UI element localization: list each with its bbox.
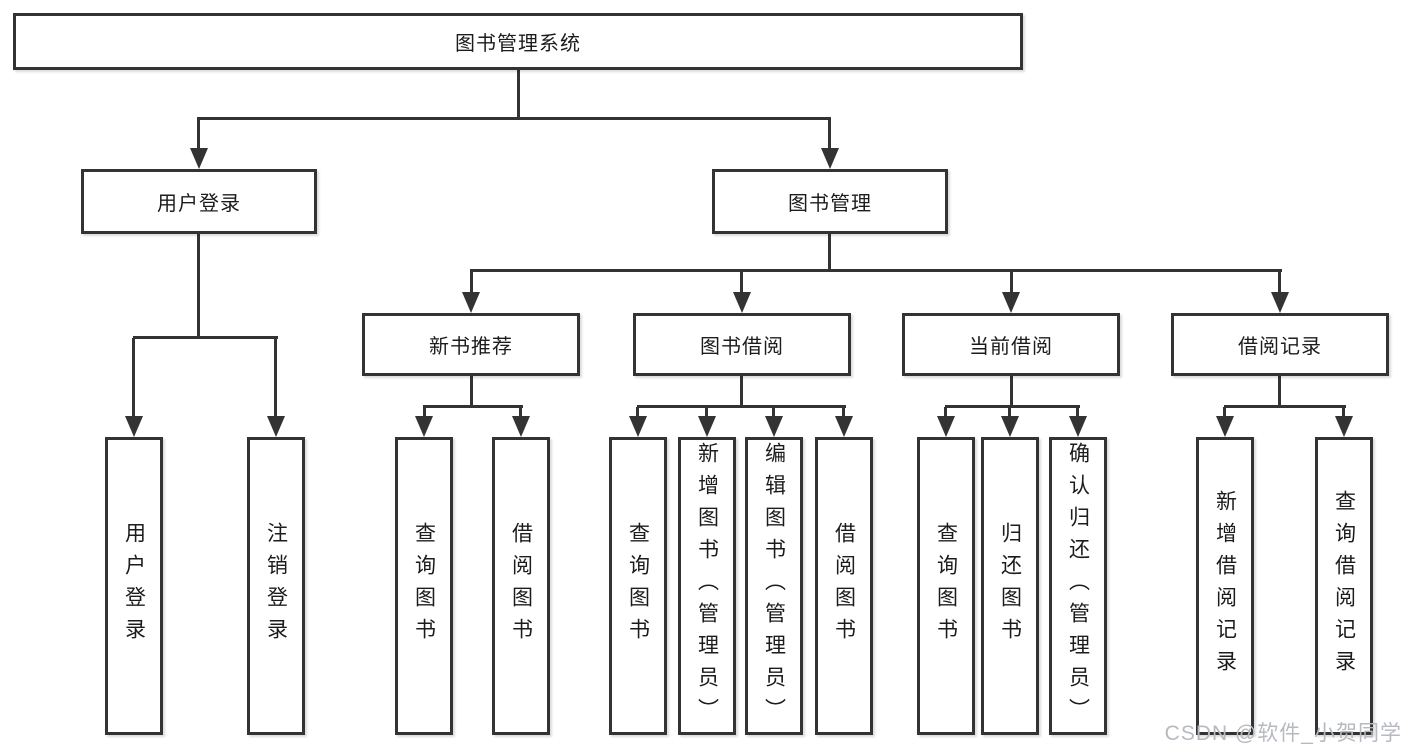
arrow-down-icon: [190, 148, 208, 169]
node-current-borrow: 当前借阅: [902, 313, 1120, 376]
connector-records-bar: [1224, 405, 1346, 408]
connector-user-login-drop-2: [274, 338, 277, 417]
connector-book-mgmt-drop-4: [1278, 271, 1281, 294]
leaf-borrow-books-recommend: 借阅图书: [492, 437, 550, 735]
node-user-login: 用户登录: [81, 169, 317, 234]
leaf-confirm-return-admin: 确认归还（管理员）: [1049, 437, 1107, 735]
node-new-book-recommend-label: 新书推荐: [429, 336, 513, 358]
leaf-logout-label: 注销登录: [264, 522, 288, 650]
connector-book-mgmt-drop-3: [1010, 271, 1013, 294]
node-user-login-label: 用户登录: [157, 193, 241, 215]
leaf-query-borrow-record-label: 查询借阅记录: [1332, 490, 1356, 682]
arrow-down-icon: [415, 416, 433, 437]
connector-borrow-bar: [637, 405, 846, 408]
connector-recommend-drop-2: [519, 407, 522, 418]
connector-book-mgmt-stem: [828, 234, 831, 271]
connector-book-mgmt-drop-2: [740, 271, 743, 294]
connector-records-stem: [1278, 376, 1281, 407]
leaf-query-books-borrow-label: 查询图书: [626, 522, 650, 650]
connector-user-login-drop-1: [132, 338, 135, 417]
arrow-down-icon: [1271, 292, 1289, 313]
node-new-book-recommend: 新书推荐: [362, 313, 580, 376]
csdn-watermark: CSDN @软件_小贺同学: [1164, 722, 1402, 745]
connector-borrow-drop-3: [772, 407, 775, 418]
connector-user-login-stem: [197, 234, 200, 338]
leaf-return-books-label: 归还图书: [998, 522, 1022, 650]
arrow-down-icon: [125, 416, 143, 437]
connector-records-drop-1: [1223, 407, 1226, 418]
leaf-borrow-books-recommend-label: 借阅图书: [509, 522, 533, 650]
arrow-down-icon: [765, 416, 783, 437]
leaf-confirm-return-admin-label: 确认归还（管理员）: [1066, 442, 1090, 730]
connector-current-bar: [945, 405, 1080, 408]
connector-borrow-drop-2: [705, 407, 708, 418]
connector-borrow-drop-4: [842, 407, 845, 418]
node-book-management: 图书管理: [712, 169, 948, 234]
connector-root-drop-right: [828, 118, 831, 150]
connector-current-drop-1: [944, 407, 947, 418]
connector-recommend-drop-1: [423, 407, 426, 418]
leaf-borrow-books: 借阅图书: [815, 437, 873, 735]
arrow-down-icon: [698, 416, 716, 437]
leaf-edit-books-admin: 编辑图书（管理员）: [745, 437, 803, 735]
node-book-management-label: 图书管理: [788, 193, 872, 215]
connector-records-drop-2: [1342, 407, 1345, 418]
leaf-logout: 注销登录: [247, 437, 305, 735]
node-library-system-label: 图书管理系统: [455, 33, 581, 55]
arrow-down-icon: [1069, 416, 1087, 437]
connector-root-drop-left: [197, 118, 200, 150]
arrow-down-icon: [462, 292, 480, 313]
leaf-return-books: 归还图书: [981, 437, 1039, 735]
connector-user-login-bar: [133, 336, 278, 339]
arrow-down-icon: [1216, 416, 1234, 437]
connector-root-stem: [517, 70, 520, 117]
leaf-query-books-borrow: 查询图书: [609, 437, 667, 735]
arrow-down-icon: [733, 292, 751, 313]
leaf-user-login-label: 用户登录: [122, 522, 146, 650]
leaf-query-books-recommend: 查询图书: [395, 437, 453, 735]
leaf-add-borrow-record: 新增借阅记录: [1196, 437, 1254, 735]
connector-book-mgmt-bar: [470, 269, 1282, 272]
arrow-down-icon: [512, 416, 530, 437]
leaf-query-borrow-record: 查询借阅记录: [1315, 437, 1373, 735]
connector-current-drop-3: [1076, 407, 1079, 418]
node-book-borrow-label: 图书借阅: [700, 336, 784, 358]
connector-borrow-stem: [740, 376, 743, 407]
leaf-query-books-recommend-label: 查询图书: [412, 522, 436, 650]
node-borrow-records-label: 借阅记录: [1238, 336, 1322, 358]
arrow-down-icon: [1001, 416, 1019, 437]
connector-root-bar: [197, 117, 831, 120]
arrow-down-icon: [1002, 292, 1020, 313]
leaf-edit-books-admin-label: 编辑图书（管理员）: [762, 442, 786, 730]
connector-current-stem: [1010, 376, 1013, 407]
node-book-borrow: 图书借阅: [633, 313, 851, 376]
arrow-down-icon: [821, 148, 839, 169]
arrow-down-icon: [1335, 416, 1353, 437]
arrow-down-icon: [267, 416, 285, 437]
connector-book-mgmt-drop-1: [470, 271, 473, 294]
leaf-query-books-current-label: 查询图书: [934, 522, 958, 650]
node-current-borrow-label: 当前借阅: [969, 336, 1053, 358]
arrow-down-icon: [937, 416, 955, 437]
leaf-user-login: 用户登录: [105, 437, 163, 735]
connector-current-drop-2: [1008, 407, 1011, 418]
node-borrow-records: 借阅记录: [1171, 313, 1389, 376]
leaf-borrow-books-label: 借阅图书: [832, 522, 856, 650]
leaf-add-books-admin: 新增图书（管理员）: [678, 437, 736, 735]
leaf-query-books-current: 查询图书: [917, 437, 975, 735]
connector-recommend-bar: [423, 405, 523, 408]
node-library-system: 图书管理系统: [13, 13, 1023, 70]
connector-borrow-drop-1: [636, 407, 639, 418]
leaf-add-borrow-record-label: 新增借阅记录: [1213, 490, 1237, 682]
connector-recommend-stem: [470, 376, 473, 407]
leaf-add-books-admin-label: 新增图书（管理员）: [695, 442, 719, 730]
arrow-down-icon: [835, 416, 853, 437]
arrow-down-icon: [629, 416, 647, 437]
